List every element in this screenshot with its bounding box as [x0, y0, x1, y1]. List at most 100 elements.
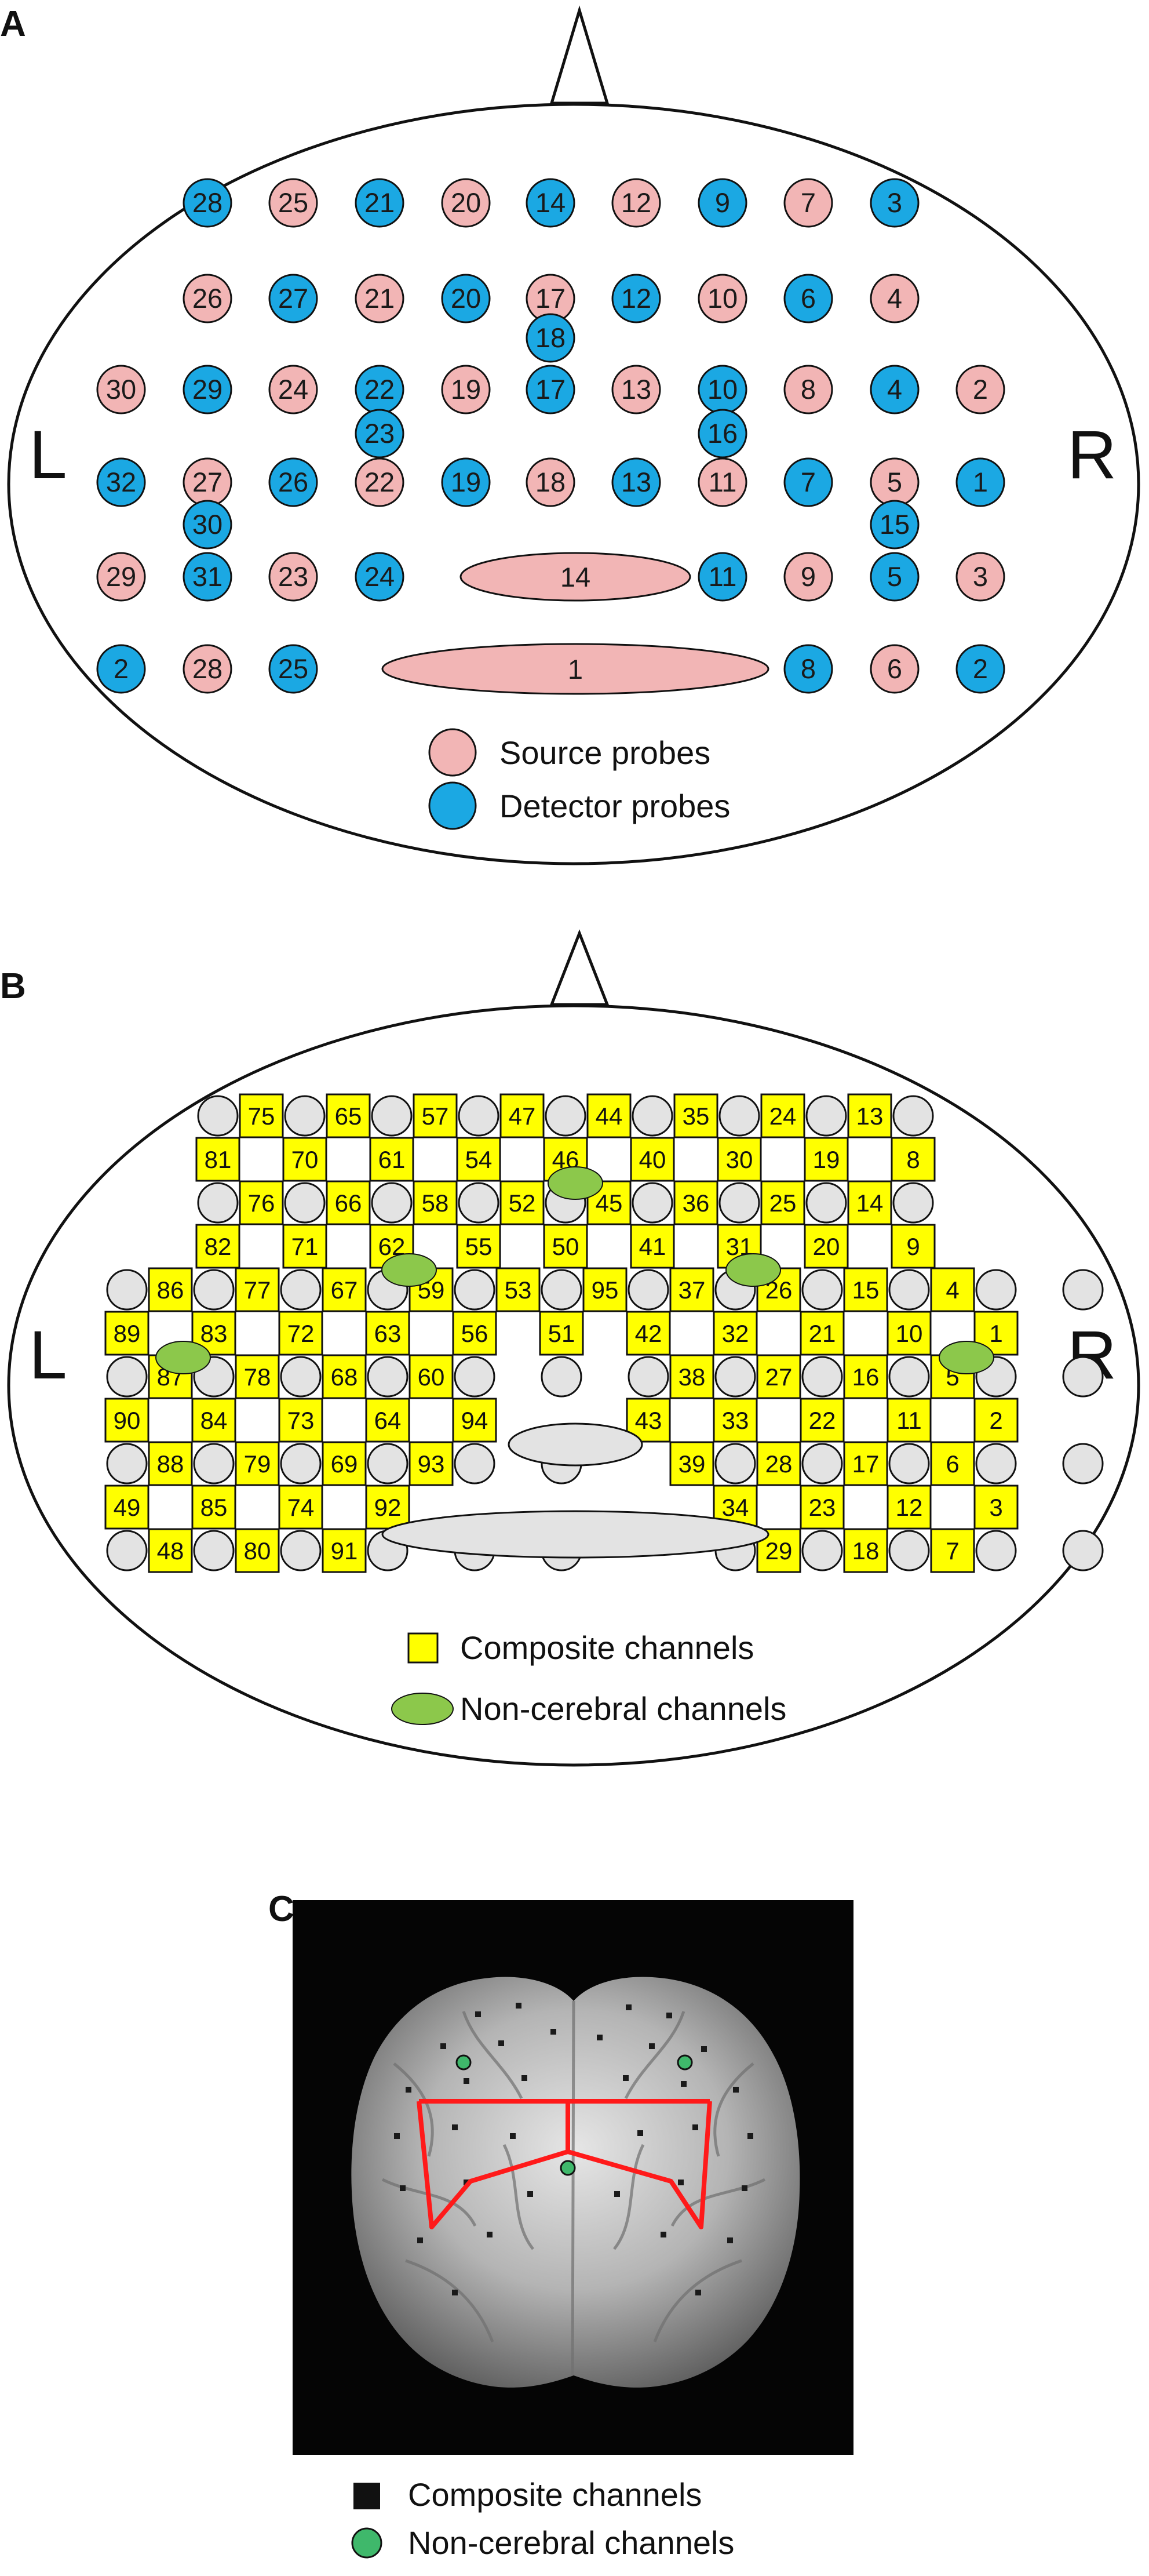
- probe-number: 6: [887, 653, 902, 684]
- source-probe-30: 30: [96, 365, 146, 414]
- probe-circle: [355, 409, 404, 459]
- channel-number: 36: [683, 1189, 710, 1217]
- channel-square: [326, 1180, 371, 1225]
- source-probe-18: 18: [526, 457, 575, 507]
- detector-probe-32: 32: [96, 457, 146, 507]
- unused-probe-circle: [1062, 1269, 1104, 1311]
- channel-square: [278, 1485, 323, 1530]
- channel-number: 58: [422, 1189, 449, 1217]
- unused-probe-circle: [632, 1095, 673, 1137]
- channel-number: 22: [809, 1407, 836, 1434]
- unused-probe-circle: [284, 1095, 326, 1137]
- probe-number: 10: [707, 374, 738, 405]
- source-probe-4: 4: [870, 274, 920, 323]
- channel-2: 2: [973, 1398, 1019, 1443]
- channel-number: 89: [114, 1320, 141, 1347]
- channel-61: 61: [369, 1137, 414, 1182]
- probe-circle: [783, 178, 833, 228]
- channel-square: [365, 1398, 410, 1443]
- probe-circle: [698, 409, 747, 459]
- probe-number: 31: [192, 561, 222, 592]
- channel-52: 52: [499, 1180, 545, 1225]
- channel-square: [756, 1441, 801, 1486]
- channel-76: 76: [239, 1180, 284, 1225]
- probe-number: 27: [192, 467, 222, 497]
- channel-32: 32: [713, 1311, 758, 1356]
- channel-square: [408, 1354, 454, 1399]
- probe-circle: [96, 644, 146, 694]
- channel-53: 53: [495, 1267, 541, 1312]
- channel-square: [891, 1224, 936, 1269]
- composite-channel-legend-label: Composite channels: [460, 1629, 754, 1666]
- unused-probe-circle: [280, 1530, 322, 1571]
- channel-square: [322, 1354, 367, 1399]
- detector-probe-7: 7: [783, 457, 833, 507]
- channel-11: 11: [887, 1398, 932, 1443]
- noncerebral-dot-left: [455, 2054, 472, 2071]
- channel-number: 90: [114, 1407, 141, 1434]
- channel-71: 71: [282, 1224, 327, 1269]
- channel-square: [369, 1137, 414, 1182]
- channel-square: [673, 1180, 718, 1225]
- unused-probe-circle: [106, 1530, 148, 1571]
- unused-probe-circle: [454, 1269, 495, 1311]
- detector-probe-11: 11: [698, 552, 747, 602]
- channel-number: 6: [946, 1450, 959, 1478]
- channel-51: 51: [539, 1311, 584, 1356]
- probe-number: 17: [535, 283, 566, 314]
- probe-circle: [96, 552, 146, 602]
- channel-number: 67: [331, 1276, 358, 1304]
- unused-probe-circle: [801, 1443, 843, 1485]
- channel-square: [148, 1528, 193, 1573]
- probe-number: 25: [278, 653, 308, 684]
- channel-square: [543, 1224, 588, 1269]
- probe-number: 3: [887, 187, 902, 218]
- probe-number: 13: [621, 467, 651, 497]
- detector-probe-6: 6: [783, 274, 833, 323]
- channel-70: 70: [282, 1137, 327, 1182]
- detector-probe-21: 21: [355, 178, 404, 228]
- unused-probe-circle: [371, 1182, 413, 1224]
- channel-number: 16: [852, 1363, 880, 1391]
- probe-number: 22: [364, 374, 395, 405]
- channel-number: 72: [287, 1320, 315, 1347]
- probe-number: 12: [621, 187, 651, 218]
- probe-circle: [870, 274, 920, 323]
- unused-probe-circle: [454, 1356, 495, 1398]
- channel-38: 38: [669, 1354, 714, 1399]
- detector-probe-12: 12: [611, 274, 661, 323]
- source-probe-6: 6: [870, 644, 920, 694]
- channel-60: 60: [408, 1354, 454, 1399]
- channel-number: 41: [639, 1233, 666, 1260]
- channel-square: [452, 1311, 497, 1356]
- probe-number: 20: [451, 283, 481, 314]
- channel-square: [887, 1398, 932, 1443]
- channel-58: 58: [413, 1180, 458, 1225]
- channel-28: 28: [756, 1441, 801, 1486]
- channel-number: 19: [813, 1146, 840, 1173]
- probe-number: 5: [887, 467, 902, 497]
- noncerebral-dot-center: [560, 2160, 576, 2176]
- channel-square: [235, 1354, 280, 1399]
- channel-43: 43: [626, 1398, 671, 1443]
- channel-square: [191, 1485, 236, 1530]
- channel-square: [847, 1093, 892, 1138]
- unused-probe-circle: [1062, 1356, 1104, 1398]
- probe-circle: [355, 178, 404, 228]
- probe-circle: [698, 178, 747, 228]
- channel-number: 35: [683, 1103, 710, 1130]
- source-probe-20: 20: [441, 178, 491, 228]
- left-label-a: L: [29, 417, 67, 493]
- channel-number: 10: [896, 1320, 923, 1347]
- left-label-b: L: [29, 1317, 67, 1393]
- probe-circle: [183, 178, 232, 228]
- legend-c: Composite channels Non-cerebral channels: [351, 2476, 734, 2561]
- detector-probe-17: 17: [526, 365, 575, 414]
- probe-number: 32: [106, 467, 136, 497]
- channel-21: 21: [800, 1311, 845, 1356]
- probe-number: 2: [973, 374, 988, 405]
- unused-probe-circle: [714, 1356, 756, 1398]
- channel-square: [104, 1398, 149, 1443]
- probe-circle: [870, 552, 920, 602]
